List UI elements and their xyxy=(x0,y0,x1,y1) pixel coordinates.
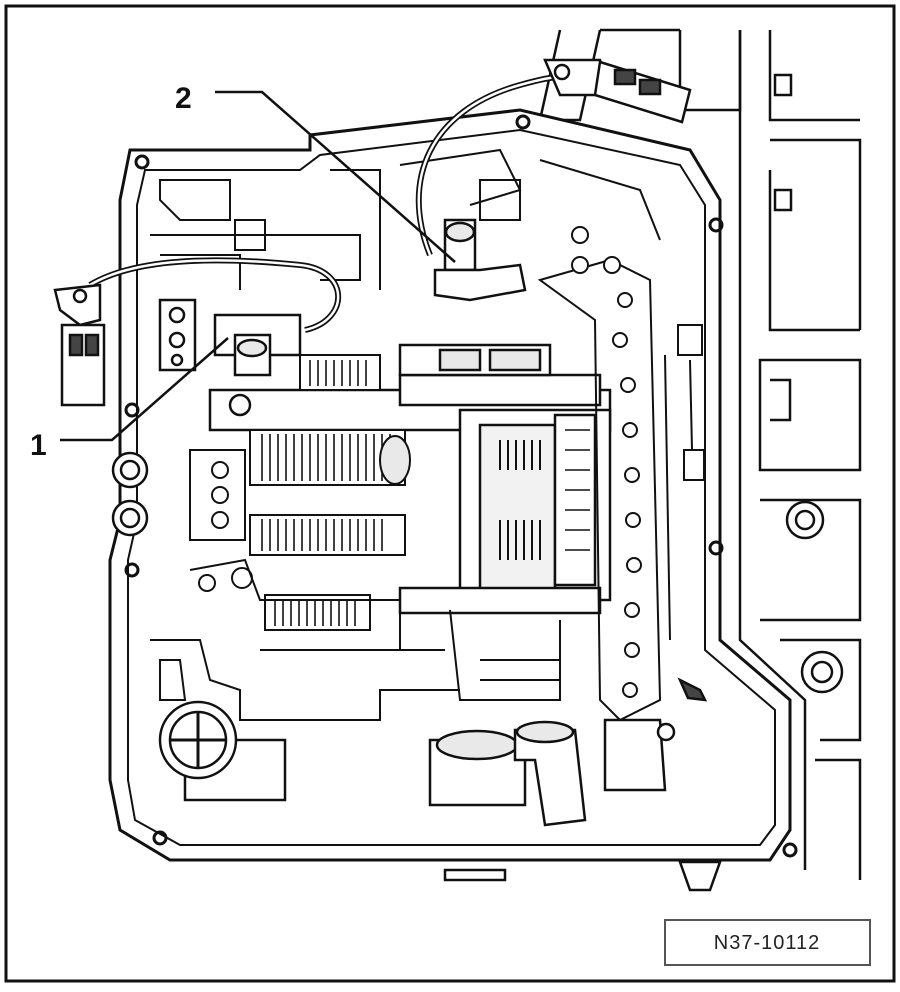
reference-code: N37-10112 xyxy=(714,932,820,954)
leader-line-2 xyxy=(215,90,456,263)
sensor-2 xyxy=(415,58,692,302)
upper-channels xyxy=(150,148,661,290)
left-bolts xyxy=(111,298,197,537)
callout-1-label: 1 xyxy=(30,429,47,462)
reference-code-box xyxy=(664,919,871,966)
leader-lines xyxy=(60,90,456,442)
solenoid-block xyxy=(208,343,612,615)
sensor-1 xyxy=(53,257,342,407)
lower-fittings xyxy=(158,677,722,892)
callout-2-label: 2 xyxy=(175,82,192,115)
pressure-rail xyxy=(537,226,705,722)
leader-line-1 xyxy=(60,337,229,442)
lower-channels xyxy=(150,449,561,721)
